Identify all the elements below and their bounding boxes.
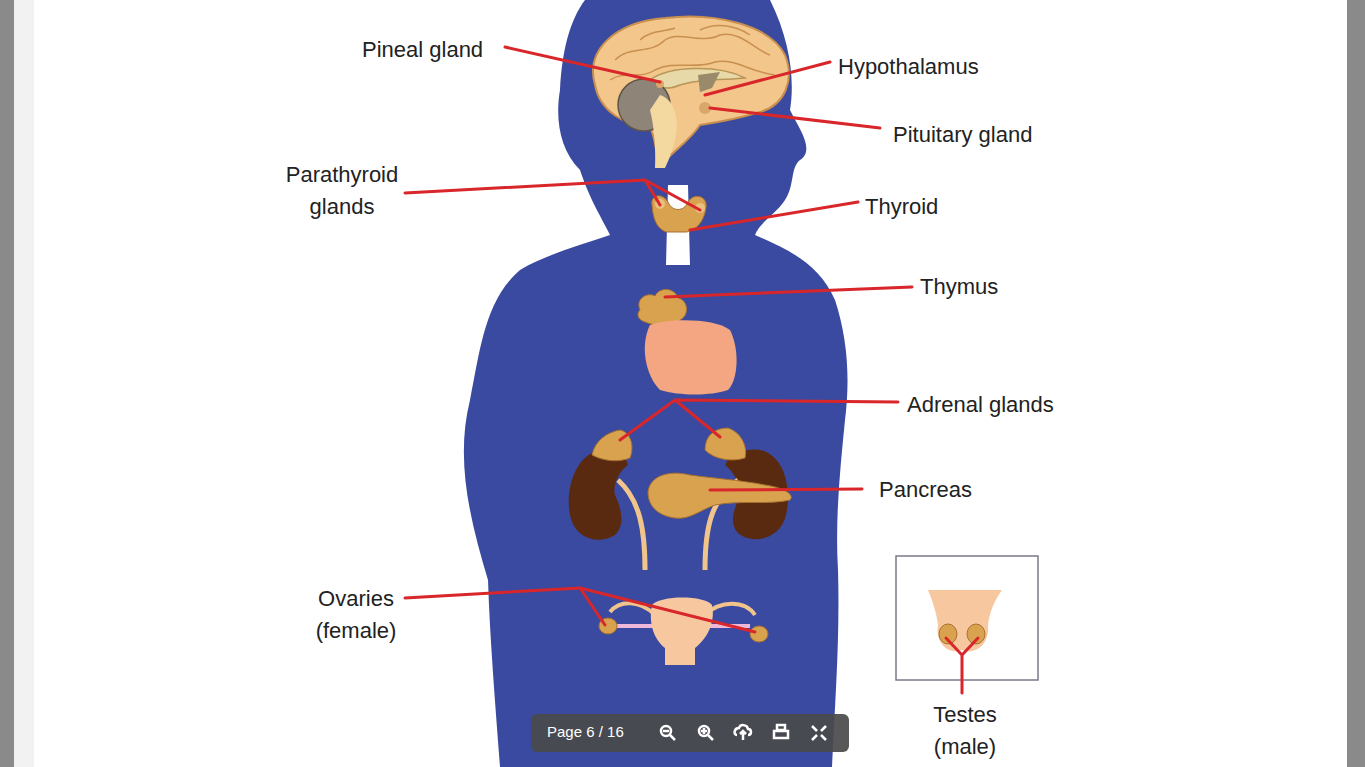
part-label: Adrenal glands (907, 389, 1127, 421)
leader-line (405, 588, 755, 632)
leader-line (710, 108, 880, 128)
part-label: Hypothalamus (838, 51, 1038, 83)
viewer-toolbar (531, 714, 849, 752)
ovary-shape (750, 626, 768, 642)
toolbar-icons (661, 725, 826, 740)
part-label: Pancreas (879, 474, 1029, 506)
brainstem (650, 95, 677, 168)
leader-lines (405, 47, 978, 693)
part-label: Thyroid (865, 191, 1015, 223)
leader-line (946, 638, 978, 693)
part-label: Pineal gland (362, 34, 562, 66)
part-label: Ovaries (female) (301, 583, 411, 647)
page-indicator: Page 6 / 16 (547, 722, 647, 742)
leader-line (690, 202, 858, 230)
leader-line (665, 287, 912, 297)
page-margin (14, 0, 34, 767)
kidney-left (569, 450, 628, 540)
leader-line (405, 180, 700, 210)
thyroid-shape (652, 196, 706, 232)
brain-illustration (593, 17, 789, 165)
hypothalamus-shape (698, 72, 720, 92)
heart-shape (645, 320, 737, 394)
part-label: Parathyroid glands (272, 159, 412, 223)
ureter (618, 480, 645, 570)
part-label: Pituitary gland (893, 119, 1093, 151)
adrenal-shape (705, 428, 746, 460)
inset-frame (896, 556, 1038, 680)
thymus-shape (638, 289, 687, 325)
body-silhouette (464, 0, 848, 767)
part-label: Thymus (920, 271, 1070, 303)
scrotum-shape (928, 590, 1002, 651)
leader-line (620, 400, 898, 440)
leader-line (710, 489, 862, 490)
corpus-callosum (650, 68, 745, 88)
leader-line (705, 62, 830, 95)
pancreas-shape (648, 473, 791, 518)
leader-line (505, 47, 660, 82)
part-label: Testes (male) (920, 699, 1010, 763)
page-background (14, 0, 1347, 767)
